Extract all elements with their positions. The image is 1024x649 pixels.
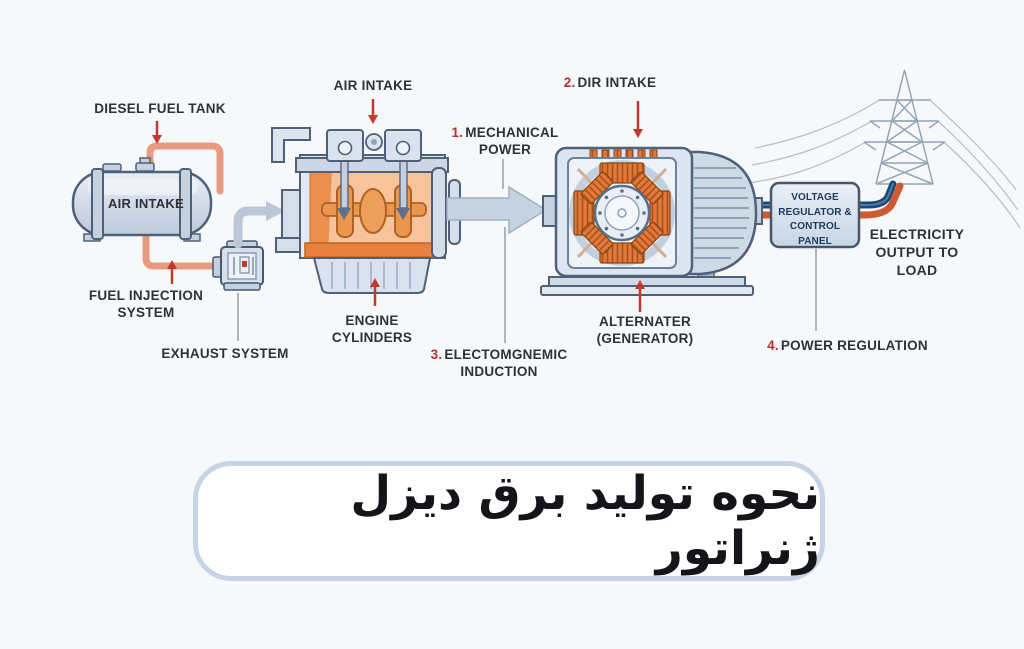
label-alternator-generator: ALTERNATER (GENERATOR) bbox=[596, 314, 694, 347]
label-engine-cylinders: ENGINE CYLINDERS bbox=[331, 313, 413, 346]
label-electricity-output-to-load: ELECTRICITY OUTPUT TO LOAD bbox=[869, 226, 965, 278]
label-exhaust-system: EXHAUST SYSTEM bbox=[161, 346, 289, 361]
air-flow-arrow bbox=[233, 201, 285, 249]
title-banner: نحوه تولید برق دیزل ژنراتور bbox=[193, 461, 825, 581]
voltage-box-line-1: VOLTAGE bbox=[791, 192, 839, 203]
step-2-text: DIR INTAKE bbox=[577, 75, 657, 90]
voltage-regulator-box-label: VOLTAGE REGULATOR & CONTROL PANEL bbox=[774, 191, 856, 249]
fuel-tank bbox=[71, 157, 213, 242]
output-wires bbox=[740, 180, 904, 219]
voltage-regulator-box bbox=[769, 181, 861, 249]
label-fuel-injection-system: FUEL INJECTION SYSTEM bbox=[88, 288, 204, 321]
step-4-text: POWER REGULATION bbox=[780, 338, 928, 353]
label-air-intake: AIR INTAKE bbox=[333, 78, 413, 93]
leader-lines bbox=[237, 159, 817, 343]
fuel-pipes bbox=[142, 142, 224, 270]
label-tank-air-intake: AIR INTAKE bbox=[108, 196, 184, 211]
voltage-box-line-3: CONTROL PANEL bbox=[789, 221, 841, 247]
mechanical-power-arrow bbox=[446, 185, 548, 235]
step-3-text: ELECTOMGNEMIC INDUCTION bbox=[444, 347, 568, 380]
page-title: نحوه تولید برق دیزل ژنراتور bbox=[350, 466, 820, 576]
voltage-box-line-2: REGULATOR & bbox=[778, 206, 852, 218]
step-3-number: 3. bbox=[430, 347, 443, 362]
step-4-number: 4. bbox=[767, 338, 779, 353]
label-step-2-dir-intake: 2.DIR INTAKE bbox=[545, 74, 675, 91]
step-1-text: MECHANICAL POWER bbox=[465, 125, 559, 158]
red-pointer-arrows bbox=[152, 99, 645, 312]
label-step-4-power-regulation: 4.POWER REGULATION bbox=[760, 337, 935, 354]
step-2-number: 2. bbox=[563, 75, 576, 90]
label-step-3-electromagnetic-induction: 3.ELECTOMGNEMIC INDUCTION bbox=[410, 346, 588, 381]
power-lines bbox=[747, 100, 1021, 229]
label-step-1-mechanical-power: 1.MECHANICAL POWER bbox=[444, 124, 566, 159]
diesel-engine bbox=[271, 127, 461, 294]
transmission-tower-icon bbox=[863, 69, 946, 185]
label-diesel-fuel-tank: DIESEL FUEL TANK bbox=[94, 101, 226, 116]
step-1-number: 1. bbox=[451, 125, 464, 140]
alternator bbox=[540, 146, 763, 296]
